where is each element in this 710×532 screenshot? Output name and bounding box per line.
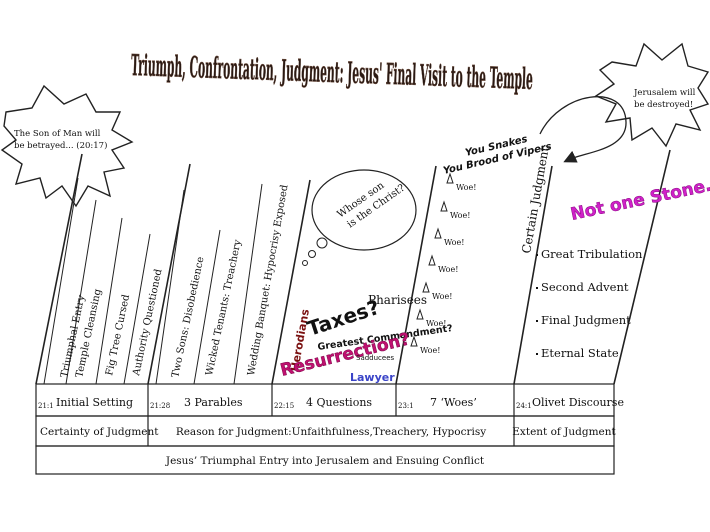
betrayal-callout-line1: The Son of Man will: [14, 129, 101, 139]
section-ref-5: 24:1: [516, 402, 532, 410]
destruction-callout-line1: Jerusalem will: [633, 88, 696, 98]
not-one-stone-label: Not one Stone...: [569, 173, 710, 225]
destruction-starburst: [594, 42, 710, 148]
woe-label-1: Woe!: [456, 183, 476, 192]
section-label-4: 7 ‘Woes’: [430, 396, 477, 409]
woe-mark-7: [410, 335, 418, 347]
woe-mark-2: [440, 200, 448, 212]
thought-bubble: [302, 169, 417, 266]
section-ref-3: 22:15: [274, 402, 294, 410]
great-tribulation-item: Great Tribulation: [541, 247, 643, 261]
woe-mark-3: [434, 227, 442, 239]
woes-list: Woe! Woe! Woe! Woe! Woe! Woe! Woe!: [410, 172, 476, 355]
betrayal-callout-line2: be betrayed... (20:17): [14, 140, 107, 151]
theme-certainty: Certainty of Judgment: [40, 426, 159, 438]
second-advent-item: Second Advent: [541, 280, 629, 294]
final-judgment-item: Final Judgment: [541, 313, 631, 327]
pharisees-label: Pharisees: [368, 293, 427, 307]
woe-mark-5: [422, 281, 430, 293]
section-label-2: 3 Parables: [184, 396, 243, 409]
section-ref-4: 23:1: [398, 402, 414, 410]
section-label-1: Initial Setting: [56, 396, 133, 409]
judgment-arrow: [539, 96, 627, 163]
section-ref-2: 21:28: [150, 402, 170, 410]
woe-mark-6: [416, 308, 424, 320]
eternal-state-item: Eternal State: [541, 346, 619, 360]
lawyer-label: Lawyer: [350, 371, 395, 384]
woe-mark-1: [446, 172, 454, 184]
two-sons-label: Two Sons: Disobedience: [170, 256, 206, 379]
olivet-bullets: [536, 254, 538, 355]
woe-label-2: Woe!: [450, 211, 470, 220]
woe-label-6: Woe!: [426, 319, 446, 328]
destruction-callout-line2: be destroyed!: [634, 100, 693, 110]
column-lines: [35, 149, 671, 385]
betrayal-starburst: [0, 84, 134, 208]
wedding-banquet-label: Wedding Banquet: Hypocrisy Exposed: [246, 183, 291, 376]
woe-label-5: Woe!: [432, 292, 452, 301]
theme-reason: Reason for Judgment:Unfaithfulness,Treac…: [176, 426, 486, 438]
woe-mark-4: [428, 254, 436, 266]
woe-label-7: Woe!: [420, 346, 440, 355]
footer-caption: Jesus’ Triumphal Entry into Jerusalem an…: [165, 455, 485, 467]
section-ref-1: 21:1: [38, 402, 54, 410]
section-table: [35, 383, 615, 475]
section-label-5: Olivet Discourse: [532, 396, 624, 409]
section-label-3: 4 Questions: [306, 396, 372, 409]
woe-label-3: Woe!: [444, 238, 464, 247]
woe-label-4: Woe!: [438, 265, 458, 274]
sadducees-label: Sadducees: [356, 354, 395, 362]
theme-extent: Extent of Judgment: [512, 426, 616, 438]
diagram-title: Triumph, Confrontation, Judgment: Jesus'…: [131, 48, 534, 96]
